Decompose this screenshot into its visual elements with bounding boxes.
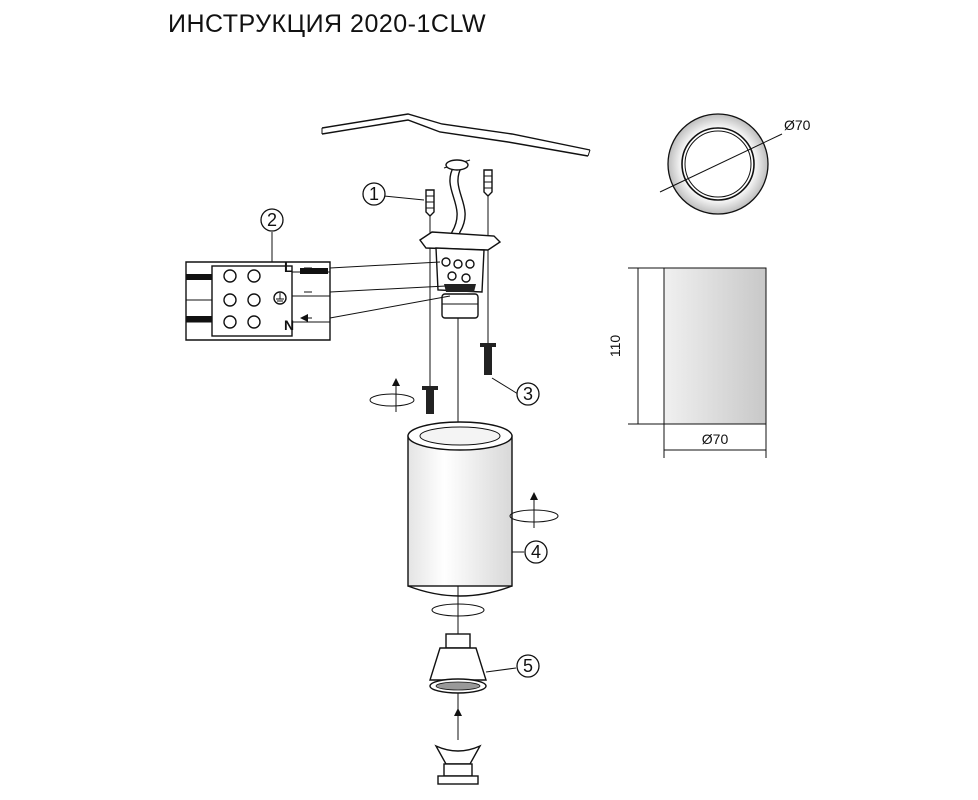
wall-anchor-right bbox=[483, 169, 493, 345]
callout-2: 2 bbox=[260, 208, 284, 232]
gu10-lamp bbox=[429, 633, 487, 694]
wall-anchor-left bbox=[425, 189, 435, 388]
rotate-arrow-left bbox=[369, 378, 415, 412]
terminal-letter-l: L bbox=[284, 259, 293, 275]
ceiling-outline bbox=[321, 113, 591, 157]
suction-tool bbox=[434, 744, 482, 785]
terminal-block-detail: L N bbox=[185, 259, 331, 341]
terminal-leader-lines bbox=[329, 261, 451, 319]
height-label: 110 bbox=[607, 335, 623, 358]
top-diameter-label: Ø70 bbox=[784, 117, 811, 133]
terminal-letter-n: N bbox=[284, 317, 294, 333]
svg-text:5: 5 bbox=[523, 656, 533, 676]
svg-text:4: 4 bbox=[531, 542, 541, 562]
callout-leaders bbox=[271, 195, 524, 673]
svg-text:3: 3 bbox=[523, 384, 533, 404]
lamp-body-cylinder bbox=[407, 421, 513, 597]
svg-text:1: 1 bbox=[369, 184, 379, 204]
callout-5: 5 bbox=[516, 654, 540, 678]
page-title: ИНСТРУКЦИЯ 2020-1CLW bbox=[168, 10, 487, 38]
screw-right bbox=[480, 343, 496, 375]
screw-left bbox=[422, 386, 438, 414]
callout-4: 4 bbox=[524, 540, 548, 564]
callout-1: 1 bbox=[362, 182, 386, 206]
rotate-arrow-right bbox=[509, 492, 559, 528]
callout-3: 3 bbox=[516, 382, 540, 406]
svg-text:2: 2 bbox=[267, 210, 277, 230]
side-diameter-label: Ø70 bbox=[702, 431, 729, 447]
side-view: 110 Ø70 bbox=[607, 267, 767, 458]
rotate-arrow-bottom bbox=[431, 603, 485, 617]
top-view-ring: Ø70 bbox=[659, 113, 811, 215]
mounting-bracket bbox=[418, 231, 502, 319]
